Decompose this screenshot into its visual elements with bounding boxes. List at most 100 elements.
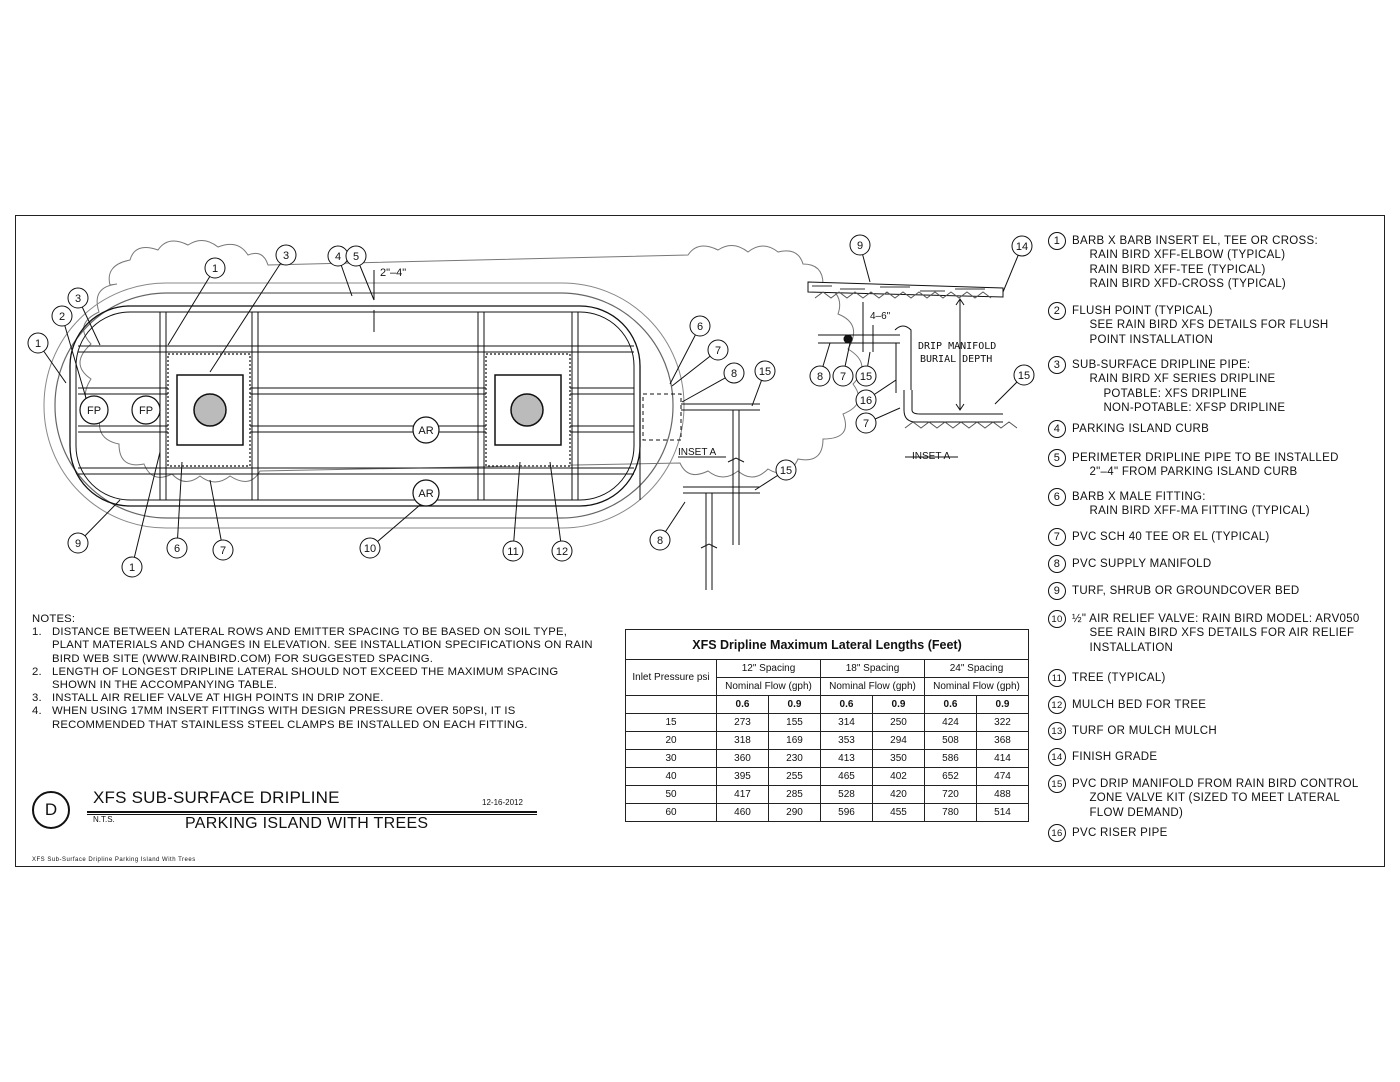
note-text: LENGTH OF LONGEST DRIPLINE LATERAL SHOUL… bbox=[52, 665, 559, 692]
svg-text:AR: AR bbox=[418, 488, 433, 500]
inlet-pressure-cell: 50 bbox=[625, 785, 717, 804]
legend-text: MULCH BED FOR TREE bbox=[1072, 699, 1207, 711]
note-text: INSTALL AIR RELIEF VALVE AT HIGH POINTS … bbox=[52, 692, 384, 705]
flush-point-right: FP bbox=[131, 395, 161, 425]
lateral-length-cell: 474 bbox=[976, 767, 1029, 786]
legend-number: 12 bbox=[1048, 696, 1066, 714]
legend-number: 14 bbox=[1048, 748, 1066, 766]
callout-number: 8 bbox=[817, 371, 823, 383]
flow-header: Nominal Flow (gph) bbox=[924, 677, 1029, 696]
note-number: 3. bbox=[32, 692, 42, 705]
inset-callout-8: 8 bbox=[809, 342, 831, 387]
callout-circle bbox=[832, 365, 854, 387]
legend-text: FLUSH POINT (TYPICAL) SEE RAIN BIRD XFS … bbox=[1072, 305, 1329, 346]
callout-number: 1 bbox=[129, 562, 135, 574]
callout-circle bbox=[67, 532, 89, 554]
legend-text: TURF, SHRUB OR GROUNDCOVER BED bbox=[1072, 585, 1300, 597]
legend-number: 13 bbox=[1048, 722, 1066, 740]
callout-circle bbox=[775, 459, 797, 481]
callout-number: 15 bbox=[780, 465, 792, 477]
plan-callout-8: 8 bbox=[681, 362, 745, 403]
legend-number: 2 bbox=[1048, 302, 1066, 320]
inset-callout-15: 15 bbox=[994, 364, 1035, 405]
lateral-length-cell: 155 bbox=[768, 713, 821, 732]
leader-line bbox=[209, 479, 224, 551]
legend-number: 8 bbox=[1048, 555, 1066, 573]
callout-number: 9 bbox=[75, 538, 81, 550]
inlet-pressure-header: Inlet Pressure psi bbox=[625, 659, 717, 696]
lateral-length-cell: 290 bbox=[768, 803, 821, 822]
callout-circle bbox=[166, 537, 188, 559]
inlet-pressure-cell: 60 bbox=[625, 803, 717, 822]
flow-header: Nominal Flow (gph) bbox=[820, 677, 925, 696]
flow-value: 0.9 bbox=[872, 695, 925, 714]
plan-callout-1: 1 bbox=[121, 451, 161, 578]
legend-text: BARB X BARB INSERT EL, TEE OR CROSS: RAI… bbox=[1072, 235, 1318, 290]
island-curb bbox=[54, 292, 674, 519]
lateral-length-cell: 314 bbox=[820, 713, 873, 732]
detail-scale: N.T.S. bbox=[93, 815, 115, 824]
inset-note-line2: BURIAL DEPTH bbox=[920, 354, 992, 365]
callout-number: 9 bbox=[857, 240, 863, 252]
lateral-length-cell: 350 bbox=[872, 749, 925, 768]
lateral-length-cell: 169 bbox=[768, 731, 821, 750]
tree-trunk-icon bbox=[510, 393, 544, 427]
flow-value: 0.6 bbox=[924, 695, 977, 714]
lateral-length-cell: 424 bbox=[924, 713, 977, 732]
svg-text:FP: FP bbox=[139, 405, 153, 417]
callout-circle bbox=[1013, 364, 1035, 386]
detail-subtitle: PARKING ISLAND WITH TREES bbox=[185, 815, 429, 832]
lateral-length-cell: 455 bbox=[872, 803, 925, 822]
legend-text: BARB X MALE FITTING: RAIN BIRD XFF-MA FI… bbox=[1072, 491, 1310, 518]
lateral-length-cell: 294 bbox=[872, 731, 925, 750]
detail-date: 12-16-2012 bbox=[482, 798, 523, 807]
svg-text:FP: FP bbox=[87, 405, 101, 417]
callout-number: 8 bbox=[657, 535, 663, 547]
inset-callout-7: 7 bbox=[855, 407, 901, 434]
inlet-pressure-cell: 30 bbox=[625, 749, 717, 768]
notes-heading: NOTES: bbox=[32, 613, 76, 625]
leader-line bbox=[131, 451, 161, 568]
spacing-header-24: 24" Spacing bbox=[924, 659, 1029, 678]
legend-number: 7 bbox=[1048, 528, 1066, 546]
legend-number: 5 bbox=[1048, 449, 1066, 467]
inlet-pressure-cell: 20 bbox=[625, 731, 717, 750]
spacing-header-12: 12" Spacing bbox=[716, 659, 821, 678]
plan-callout-10: 10 bbox=[359, 504, 421, 559]
callout-circle bbox=[51, 305, 73, 327]
curb-offset-dimension: 2"–4" bbox=[380, 267, 406, 279]
legend-number: 6 bbox=[1048, 488, 1066, 506]
legend-text: ½" AIR RELIEF VALVE: RAIN BIRD MODEL: AR… bbox=[1072, 613, 1360, 654]
lateral-length-cell: 465 bbox=[820, 767, 873, 786]
legend-text: PVC SUPPLY MANIFOLD bbox=[1072, 558, 1212, 570]
mulch-bed-right bbox=[485, 353, 571, 467]
callout-number: 14 bbox=[1016, 241, 1028, 253]
legend-text: SUB-SURFACE DRIPLINE PIPE: RAIN BIRD XF … bbox=[1072, 359, 1286, 414]
legend-text: PVC DRIP MANIFOLD FROM RAIN BIRD CONTROL… bbox=[1072, 778, 1359, 819]
lateral-length-cell: 514 bbox=[976, 803, 1029, 822]
air-relief-valve-upper: AR bbox=[412, 416, 440, 444]
lateral-length-cell: 230 bbox=[768, 749, 821, 768]
lateral-length-cell: 250 bbox=[872, 713, 925, 732]
svg-text:AR: AR bbox=[418, 425, 433, 437]
callout-circle bbox=[855, 365, 877, 387]
lateral-length-cell: 417 bbox=[716, 785, 769, 804]
plan-callout-6: 6 bbox=[166, 461, 188, 559]
lateral-length-cell: 460 bbox=[716, 803, 769, 822]
flow-value: 0.6 bbox=[820, 695, 873, 714]
callout-number: 15 bbox=[860, 371, 872, 383]
plan-callout-11: 11 bbox=[502, 461, 524, 562]
legend-number: 4 bbox=[1048, 420, 1066, 438]
callout-number: 10 bbox=[364, 543, 376, 555]
callout-circle bbox=[855, 412, 877, 434]
legend-text: TREE (TYPICAL) bbox=[1072, 672, 1166, 684]
callout-number: 2 bbox=[59, 311, 65, 323]
plan-callout-7: 7 bbox=[671, 339, 729, 387]
legend-text: FINISH GRADE bbox=[1072, 751, 1158, 763]
plan-callout-8: 8 bbox=[649, 501, 686, 551]
legend-number: 15 bbox=[1048, 775, 1066, 793]
